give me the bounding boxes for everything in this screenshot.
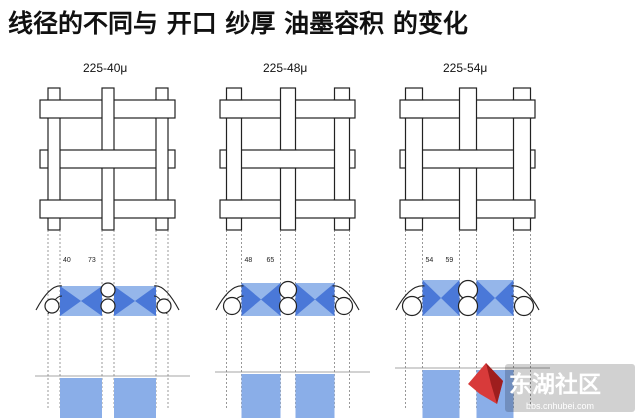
weave-cover — [47, 200, 61, 218]
vertical-yarn — [225, 87, 243, 231]
ink-wedge — [495, 280, 514, 316]
vertical-yarn — [512, 87, 532, 231]
ink-wedge — [315, 283, 335, 316]
weave-cover — [404, 100, 424, 118]
panel-label: 225-48μ — [263, 61, 307, 75]
ink-wedge — [135, 286, 156, 316]
cross-section-yarn — [332, 285, 360, 311]
watermark-logo-shadow-icon — [486, 363, 503, 404]
ink-deposit — [60, 378, 102, 418]
warp-circle — [44, 298, 60, 314]
warp-circle — [513, 295, 535, 317]
weave-cover — [225, 100, 243, 118]
weave-cover — [155, 200, 169, 218]
panel-label: 225-40μ — [83, 61, 127, 75]
weave-cover — [512, 200, 532, 218]
mesh-panel: 225-48μ 48 65 — [215, 61, 370, 418]
ink-wedge — [241, 283, 261, 316]
weave-cover — [333, 200, 351, 218]
mesh-panel: 225-40μ 40 73 — [35, 61, 190, 418]
ink-deposit — [114, 378, 156, 418]
warp-circle — [156, 298, 172, 314]
warp-circle — [334, 296, 354, 316]
ink-deposit — [241, 374, 281, 418]
warp-circle — [222, 296, 242, 316]
weave-cover — [512, 100, 532, 118]
cross-section-yarn — [511, 285, 540, 311]
ink-deposit — [422, 370, 460, 418]
ink-wedge — [295, 283, 315, 316]
ink-wedge — [81, 286, 102, 316]
watermark-text: 东湖社区 — [509, 371, 601, 398]
warp-circle — [100, 282, 116, 298]
weave-cover — [333, 100, 351, 118]
panel-label: 225-54μ — [443, 61, 487, 75]
warp-circle — [100, 298, 116, 314]
cross-section-yarn — [153, 285, 180, 311]
watermark: 东湖社区 bbs.cnhubei.com — [468, 363, 635, 412]
cross-section-yarn — [35, 285, 63, 311]
weave-cover — [458, 150, 478, 168]
weave-cover — [225, 200, 243, 218]
ink-deposit — [295, 374, 335, 418]
vertical-yarn — [47, 87, 61, 231]
weave-cover — [279, 150, 297, 168]
mesh-panel: 225-54μ 54 59 — [395, 61, 550, 418]
weave-cover — [47, 100, 61, 118]
vertical-yarn — [333, 87, 351, 231]
warp-circle — [278, 280, 298, 300]
ink-wedge — [114, 286, 135, 316]
ink-wedge — [60, 286, 81, 316]
warp-circle — [278, 296, 298, 316]
warp-circle — [401, 295, 423, 317]
opening-value: 48 — [245, 257, 253, 264]
vertical-yarn — [155, 87, 169, 231]
opening-value: 65 — [267, 257, 275, 264]
diagram-title: 线径的不同与 开口 纱厚 油墨容积 的变化 — [8, 9, 468, 38]
weave-cover — [101, 150, 115, 168]
ink-wedge — [441, 280, 460, 316]
ink-wedge — [422, 280, 441, 316]
ink-wedge — [261, 283, 281, 316]
weave-cover — [404, 200, 424, 218]
watermark-backdrop — [505, 364, 635, 412]
cross-section-yarn — [215, 285, 244, 311]
warp-circle — [457, 295, 479, 317]
cross-section-yarn — [395, 285, 425, 311]
ink-wedge — [476, 280, 495, 316]
watermark-url: bbs.cnhubei.com — [526, 401, 594, 411]
opening-value: 40 — [63, 257, 71, 264]
opening-value: 73 — [88, 257, 96, 264]
vertical-yarn — [404, 87, 424, 231]
weave-cover — [155, 100, 169, 118]
opening-value: 54 — [426, 257, 434, 264]
opening-value: 59 — [446, 257, 454, 264]
